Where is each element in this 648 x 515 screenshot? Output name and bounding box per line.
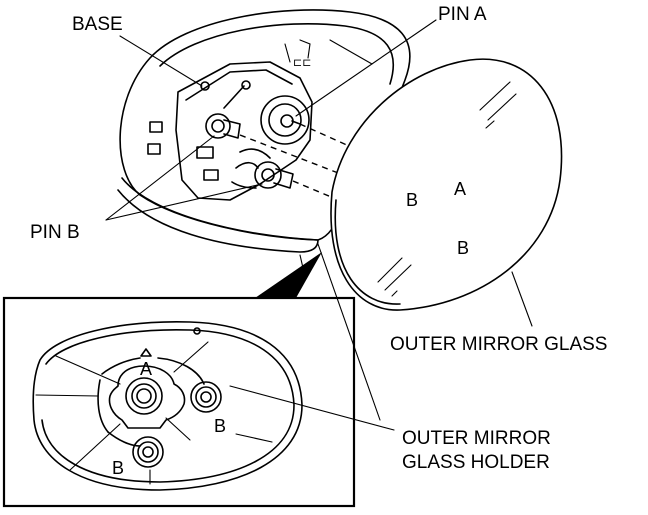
label-pin-b: PIN B xyxy=(30,222,80,243)
label-hole-b-lower: B xyxy=(457,238,469,258)
inset-detail xyxy=(2,296,356,508)
label-inset-a: A xyxy=(140,359,152,379)
label-pin-a: PIN A xyxy=(438,4,487,25)
label-outer-mirror-glass-holder-line2: GLASS HOLDER xyxy=(402,452,550,473)
label-outer-mirror-glass-holder-line1: OUTER MIRROR xyxy=(402,428,551,449)
base-actuator: ⊏⊏ xyxy=(147,39,313,201)
label-outer-mirror-glass: OUTER MIRROR GLASS xyxy=(390,334,607,355)
outer-mirror-glass xyxy=(330,58,563,311)
inset-pointer xyxy=(255,252,322,298)
label-hole-a: A xyxy=(454,179,466,199)
label-hole-b-upper: B xyxy=(406,190,418,210)
leader-lines xyxy=(105,19,533,431)
svg-text:⊏⊏: ⊏⊏ xyxy=(293,57,311,69)
label-base: BASE xyxy=(72,14,123,35)
label-inset-b-right: B xyxy=(214,416,226,436)
label-inset-b-bottom: B xyxy=(112,458,124,478)
